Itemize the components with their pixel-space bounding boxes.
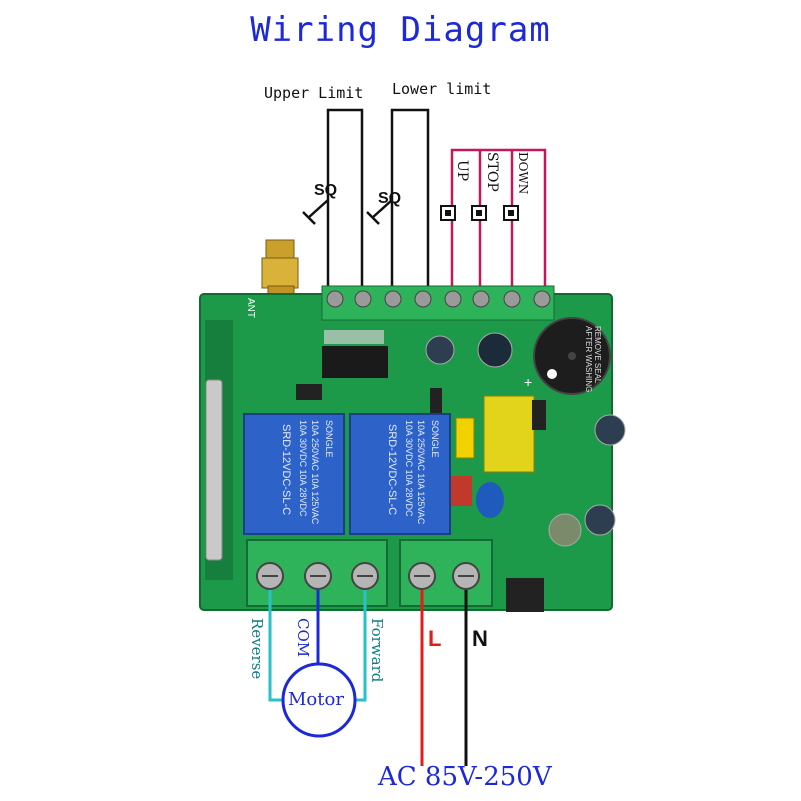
com-label: COM [294,618,312,658]
relay-left-spec1: 10A 250VAC 10A 125VAC [310,420,320,525]
relay-left-brand: SONGLE [324,420,334,458]
forward-label: Forward [368,618,386,683]
motor-label: Motor [288,689,344,710]
varistor [476,482,504,518]
relay-left [243,413,345,535]
neutral-label: N [472,626,488,651]
upper-sq-contact [307,199,329,219]
capacitor [548,513,582,547]
relay-right-spec1: 10A 250VAC 10A 125VAC [416,420,426,525]
top-terminal-block [321,285,555,321]
connector-jack [506,578,544,612]
upper-limit-wiring [302,108,364,292]
motor-wiring [268,590,367,702]
live-label: L [428,626,442,651]
pcb-side-antenna [205,379,223,561]
lower-sq-contact [371,199,393,219]
buzzer-label: REMOVE SEAL AFTER WASHING [584,326,602,393]
stop-label: STOP [484,152,500,192]
ic-chip [322,346,388,378]
plus-marking: + [524,374,533,390]
ac-voltage-label: AC 85V-250V [378,762,552,792]
capacitor [477,332,513,368]
reverse-label: Reverse [248,618,266,680]
capacitor [584,504,616,536]
ant-label: ANT [245,298,256,318]
relay-left-model: SRD-12VDC-SL-C [280,424,292,516]
lower-limit-wiring [366,108,430,292]
lower-limit-label: Lower limit [392,80,492,98]
motor-symbol [281,662,357,738]
relay-right-spec2: 10A 30VDC 10A 28VDC [404,420,414,517]
capacitor [594,414,626,446]
capacitor [425,335,455,365]
up-label: UP [454,160,470,182]
upper-limit-label: Upper Limit [264,84,364,102]
transformer [483,395,535,473]
diagram-title: Wiring Diagram [250,10,551,50]
lower-sq-label: SQ [378,190,402,207]
bottom-terminal-block [246,539,493,607]
relay-left-spec2: 10A 30VDC 10A 28VDC [298,420,308,517]
button-contacts [440,205,519,221]
relay-right-brand: SONGLE [430,420,440,458]
upper-sq-label: SQ [314,182,338,199]
relay-right [349,413,451,535]
down-label: DOWN [516,152,530,195]
relay-right-model: SRD-12VDC-SL-C [386,424,398,516]
